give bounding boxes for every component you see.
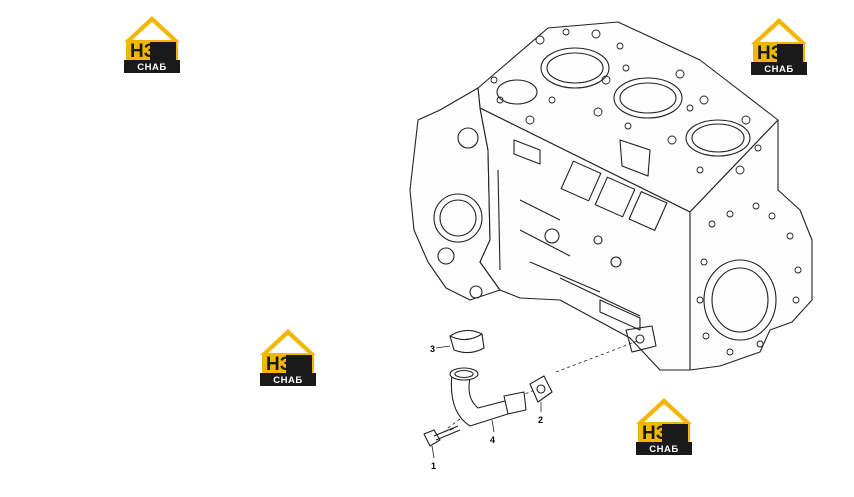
logo-sub-text: СНАБ bbox=[273, 375, 302, 386]
logo-main-text: НЗ bbox=[757, 43, 783, 64]
logo-mid-left: НЗ СНАБ bbox=[256, 325, 320, 389]
callout-1: 1 bbox=[431, 461, 436, 471]
block-right-face bbox=[689, 119, 813, 371]
logo-main-text: НЗ bbox=[130, 41, 156, 62]
logo-sub-text: СНАБ bbox=[764, 64, 793, 75]
callout-3: 3 bbox=[430, 344, 435, 354]
logo-top-right: НЗ СНАБ bbox=[747, 14, 811, 78]
logo-bottom-right: НЗ СНАБ bbox=[632, 394, 696, 458]
callout-4: 4 bbox=[490, 435, 495, 445]
logo-main-text: НЗ bbox=[642, 423, 668, 444]
logo-sub-text: СНАБ bbox=[137, 62, 166, 73]
part-1-bolt bbox=[423, 429, 441, 447]
part-3-strainer bbox=[449, 329, 485, 354]
logo-sub-text: СНАБ bbox=[649, 444, 678, 455]
block-flange bbox=[625, 325, 657, 353]
logo-top-left: НЗ СНАБ bbox=[120, 12, 184, 76]
callout-2: 2 bbox=[538, 415, 543, 425]
part-2-gasket bbox=[529, 375, 553, 403]
logo-main-text: НЗ bbox=[266, 354, 292, 375]
